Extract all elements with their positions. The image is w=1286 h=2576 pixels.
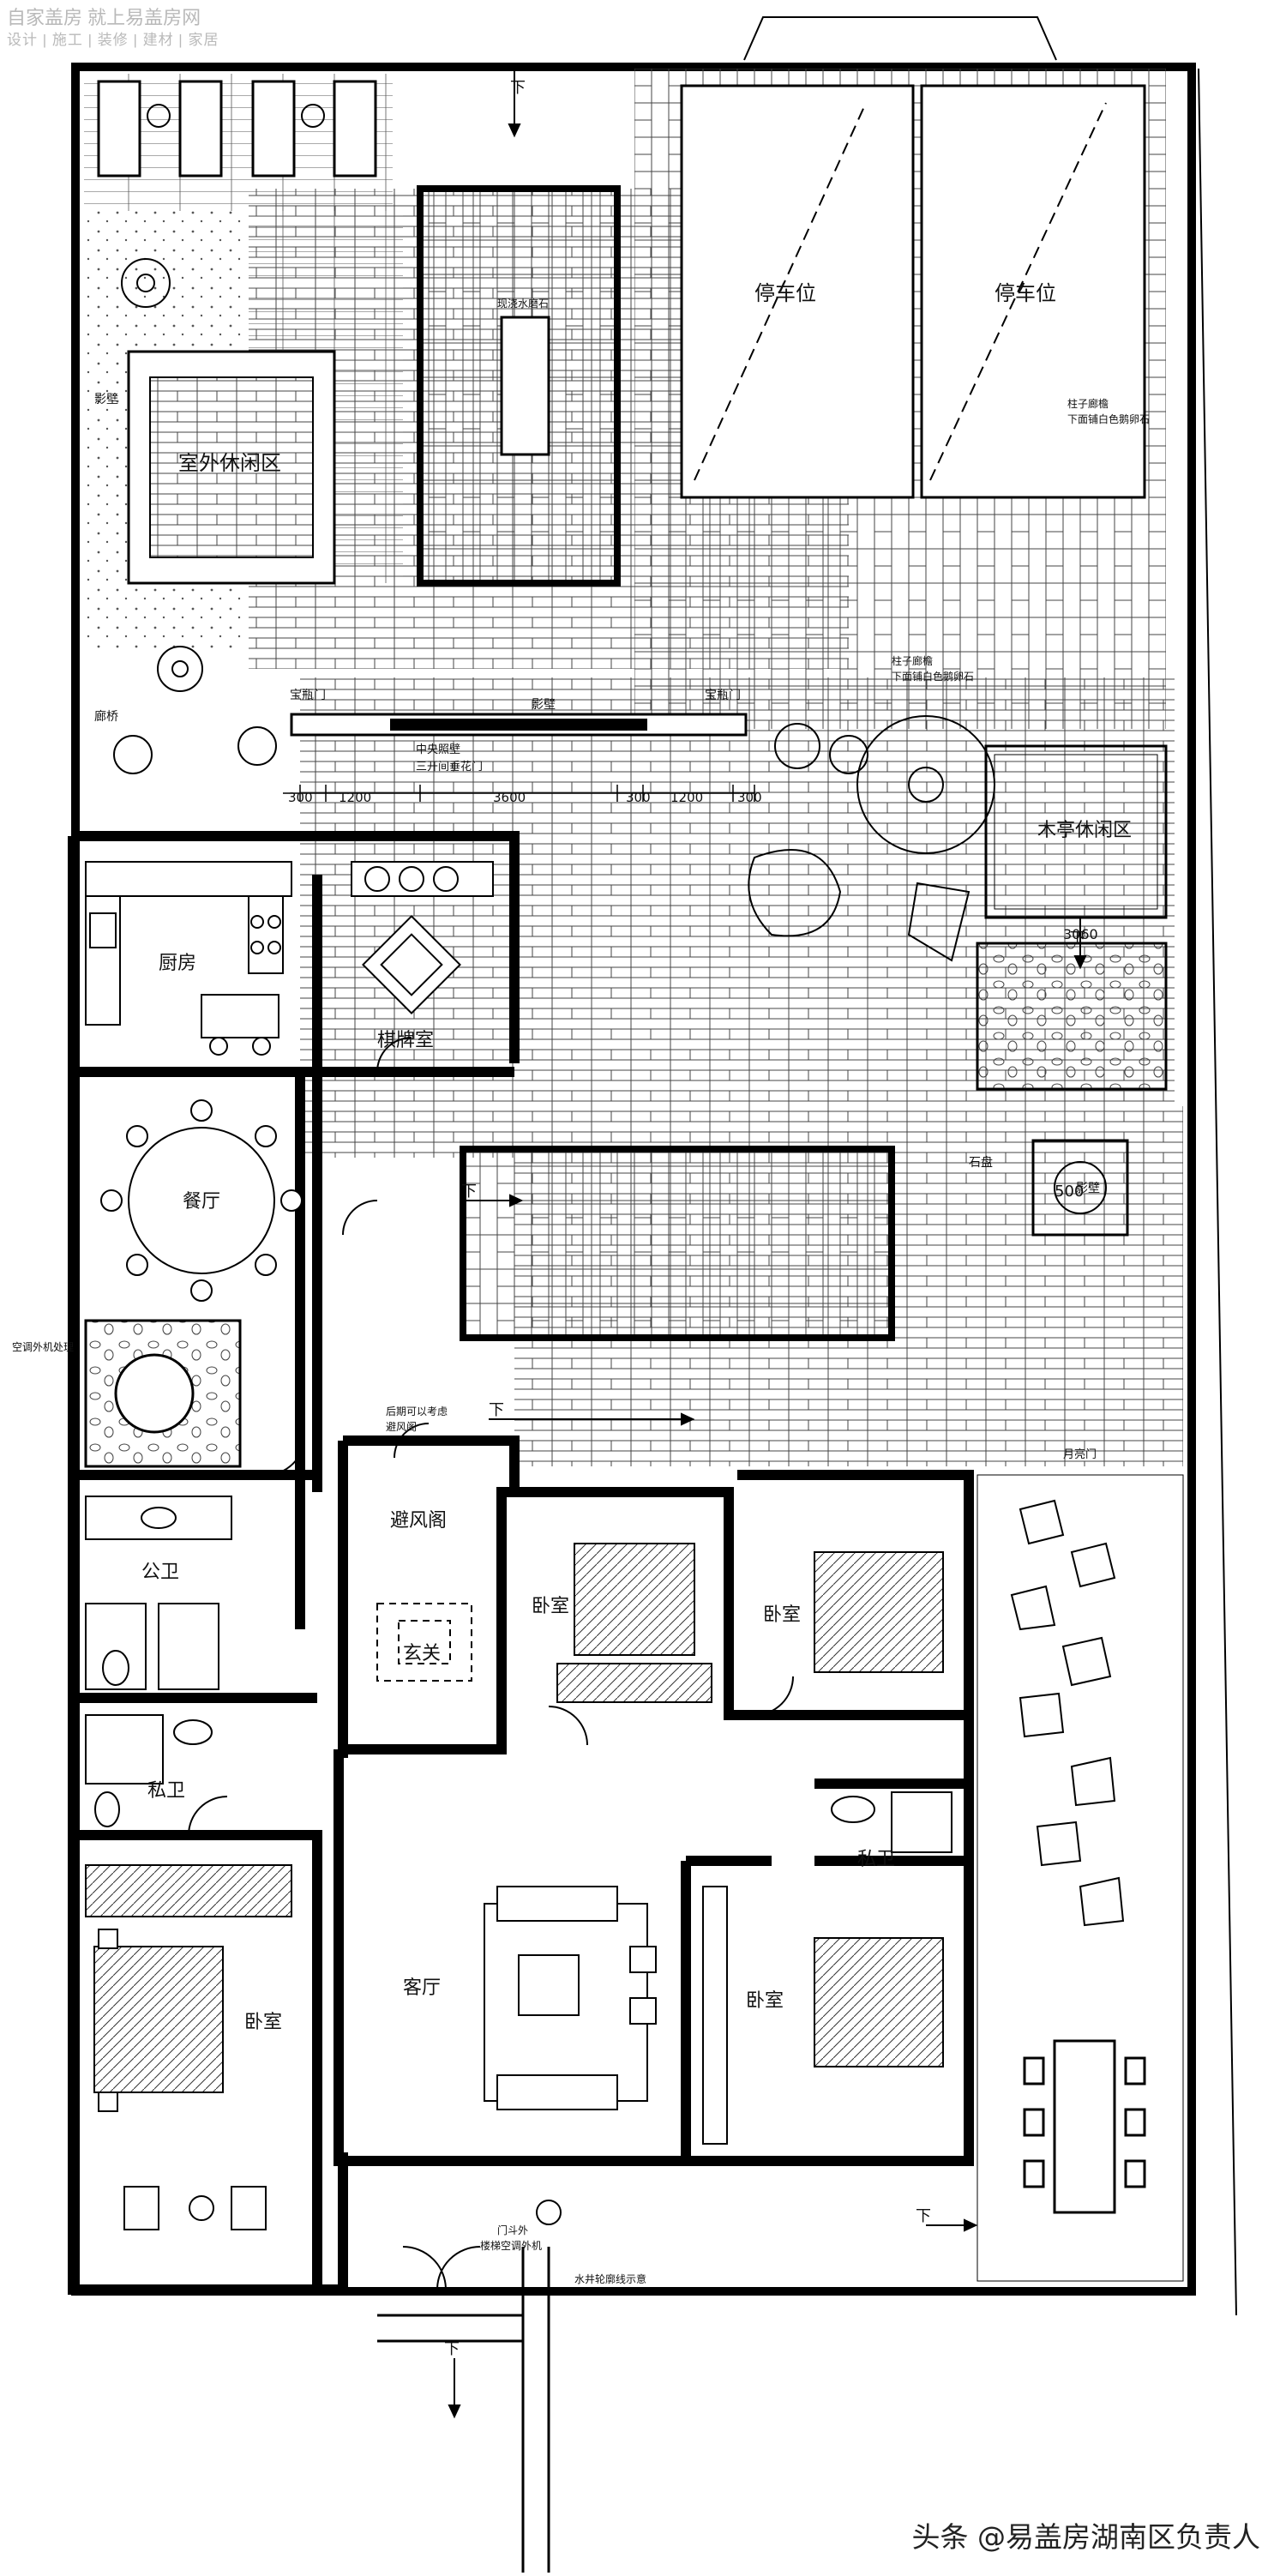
bedroom-center-label: 卧室 xyxy=(532,1596,569,1617)
vestibule-note: 后期可以考虑 xyxy=(386,1405,448,1417)
living-room-furniture xyxy=(484,1886,657,2110)
ac-note: 空调外机处理 xyxy=(12,1341,74,1353)
foyer-label: 玄关 xyxy=(403,1643,441,1664)
stone-size: 500 xyxy=(1055,1183,1084,1201)
dining-table xyxy=(100,1099,303,1302)
down-label-2: 下 xyxy=(1070,930,1085,948)
private-bath-right-label: 私卫 xyxy=(857,1849,895,1870)
court-note-4: 下面铺白色鹅卵石 xyxy=(892,670,974,683)
parking-1-label: 停车位 xyxy=(754,281,816,305)
door-note: 门斗外 xyxy=(497,2224,528,2236)
outdoor-leisure-label: 室外休闲区 xyxy=(178,451,281,475)
dim-2: 1200 xyxy=(339,790,371,805)
post-label: 中央照壁 xyxy=(416,743,460,756)
credit-text: 头条 @易盖房湖南区负责人 xyxy=(911,2520,1261,2554)
door-swings xyxy=(188,1037,794,2290)
bedroom-left-label: 卧室 xyxy=(244,2012,282,2033)
pavilion-label: 木亭休闲区 xyxy=(1037,820,1132,841)
dim-4: 300 xyxy=(626,790,651,805)
house-walls xyxy=(68,831,974,2295)
public-bath-label: 公卫 xyxy=(141,1562,179,1583)
watermark: 自家盖房 就上易盖房网 设计 | 施工 | 装修 | 建材 | 家居 xyxy=(7,7,219,51)
outdoor-dining-table xyxy=(1023,2039,1146,2214)
screen-wall-2: 影壁 xyxy=(94,393,118,406)
down-arrows xyxy=(448,69,1087,2419)
bedroom-right-label: 卧室 xyxy=(763,1604,801,1626)
private-bath-left xyxy=(85,1714,213,1827)
dimension-line xyxy=(283,785,755,802)
kitchen-label: 厨房 xyxy=(159,953,196,974)
dim-5: 1200 xyxy=(670,790,703,805)
living-label: 客厅 xyxy=(403,1977,441,1999)
entry-steps xyxy=(377,2247,550,2573)
post-sub-label: 三开间垂花门 xyxy=(416,760,483,773)
watermark-line2: 设计 | 施工 | 装修 | 建材 | 家居 xyxy=(7,32,219,48)
screen-wall-label: 影壁 xyxy=(532,698,556,712)
bedroom-left-furniture xyxy=(85,1864,292,2230)
well-note: 水井轮廓线示意 xyxy=(574,2272,646,2285)
court-note-1: 柱子廊檐 xyxy=(1067,397,1109,410)
door-note-2: 楼梯空调外机 xyxy=(480,2239,542,2252)
dim-6: 300 xyxy=(737,790,762,805)
side-door-left: 宝瓶门 xyxy=(290,689,326,702)
side-door-right: 宝瓶门 xyxy=(705,689,741,702)
watermark-line1: 自家盖房 就上易盖房网 xyxy=(7,7,201,28)
down-label-1: 下 xyxy=(510,79,526,97)
private-bath-right xyxy=(831,1791,952,1853)
light-well xyxy=(84,1319,242,1468)
parking-area xyxy=(680,84,1146,499)
screen-wall-3: 影壁 xyxy=(1076,1182,1100,1195)
kitchen-fixtures xyxy=(85,861,292,1056)
outdoor-leisure-area xyxy=(84,74,403,652)
stone-label: 石盘 xyxy=(969,1155,993,1170)
dim-1: 300 xyxy=(288,790,313,805)
down-label-3: 下 xyxy=(461,1183,477,1201)
court-note-2: 下面铺白色鹅卵石 xyxy=(1067,412,1150,425)
down-label-6: 下 xyxy=(444,2340,460,2358)
stone-disk xyxy=(1031,1139,1129,1237)
public-bath-fixtures xyxy=(85,1496,232,1690)
vestibule-note-2: 避风阁 xyxy=(386,1421,417,1433)
dining-label: 餐厅 xyxy=(183,1191,220,1213)
front-screen-wall xyxy=(290,713,748,737)
pavilion xyxy=(748,744,1168,1091)
paving-note: 现浇水磨石 xyxy=(497,298,549,310)
dim-3: 3600 xyxy=(493,790,526,805)
bedroom-right2-label: 卧室 xyxy=(746,1990,784,2012)
well-icon xyxy=(536,2200,562,2225)
bedroom-center-furniture xyxy=(556,1543,712,1703)
down-label-5: 下 xyxy=(916,2207,931,2225)
moon-gate-label: 月亮门 xyxy=(1063,1447,1097,1461)
chess-table xyxy=(351,861,494,1014)
bedroom-right2-furniture xyxy=(702,1886,944,2145)
vestibule-foyer xyxy=(376,1603,472,1682)
court-note-3: 柱子廊檐 xyxy=(892,654,933,667)
bedroom-right-furniture xyxy=(814,1551,944,1673)
gallery-label: 廊桥 xyxy=(94,709,118,724)
parking-2-label: 停车位 xyxy=(995,281,1056,305)
private-bath-left-label: 私卫 xyxy=(147,1780,185,1802)
vestibule-label: 避风阁 xyxy=(390,1510,447,1532)
down-label-4: 下 xyxy=(489,1401,504,1419)
